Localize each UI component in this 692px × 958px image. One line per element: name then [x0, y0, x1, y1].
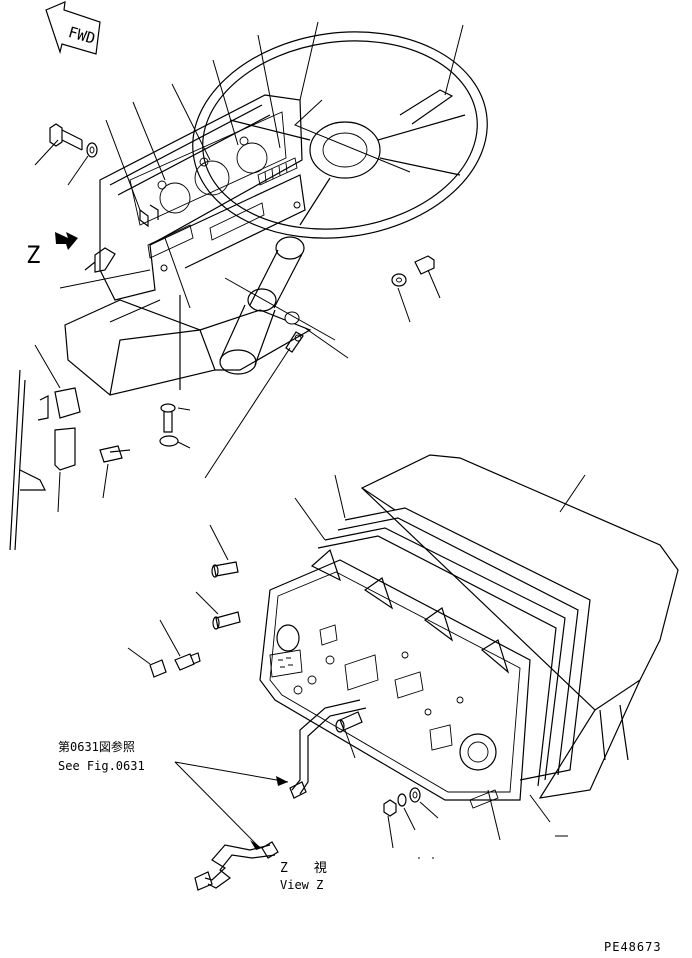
z-view-marker: Z	[26, 232, 78, 269]
bulb-icon	[149, 659, 167, 678]
screw-icon	[212, 611, 241, 630]
fwd-arrow-icon: FWD	[45, 1, 101, 55]
wiring-harness	[194, 699, 367, 891]
leader-lines	[34, 21, 586, 859]
washer-icon	[391, 273, 407, 287]
bolt-icon	[414, 255, 435, 275]
part-code: PE48673	[604, 940, 662, 954]
steering-hub	[309, 121, 381, 179]
view-label-en: View Z	[280, 878, 323, 892]
washer-icon	[409, 787, 421, 803]
screw-icon	[160, 403, 176, 433]
bolt-icon	[49, 123, 83, 151]
fwd-label: FWD	[66, 23, 97, 48]
dashboard-assembly	[9, 31, 488, 551]
z-arrow-icon	[55, 232, 78, 250]
instrument-panel-assembly	[149, 454, 679, 891]
view-label-jp: Z 視	[280, 861, 327, 876]
bolt-icon	[335, 711, 363, 733]
reference-label-jp: 第0631図参照	[58, 739, 135, 754]
bulb-socket-icon	[174, 652, 201, 671]
z-label: Z	[26, 241, 40, 269]
screw-icon	[211, 561, 239, 578]
washer-icon	[86, 142, 98, 158]
reference-label-en: See Fig.0631	[58, 759, 145, 773]
steering-wheel	[192, 31, 488, 239]
washer-icon	[397, 793, 407, 807]
nut-icon	[383, 799, 397, 817]
washer-icon	[159, 435, 179, 447]
